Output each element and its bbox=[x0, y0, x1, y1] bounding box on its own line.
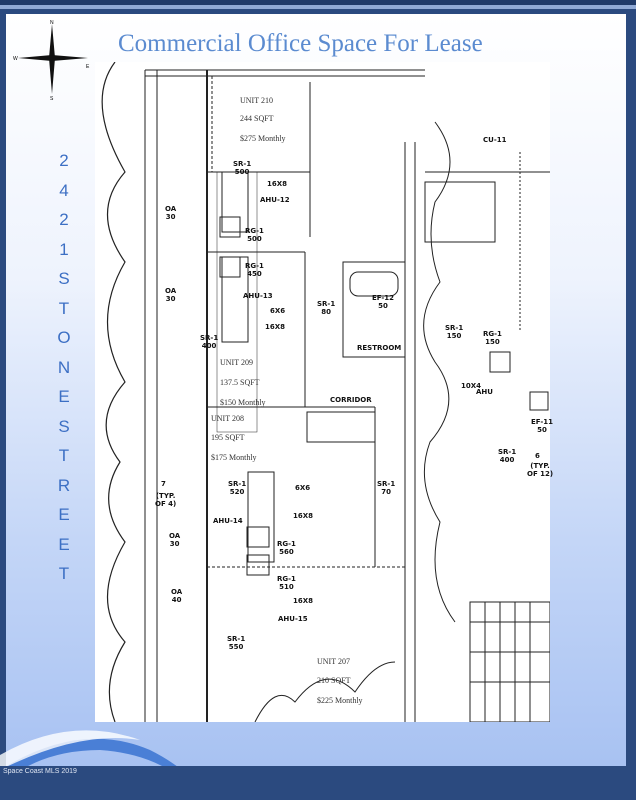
hvac-tag-note7: 7 bbox=[161, 480, 166, 488]
unit-207-area: 210 SQFT bbox=[317, 676, 351, 685]
svg-text:E: E bbox=[86, 64, 90, 70]
address-char: 4 bbox=[59, 180, 69, 200]
hvac-tag-d16x8d: 16X8 bbox=[293, 597, 314, 605]
hvac-tag-d6x6a: 6X6 bbox=[270, 307, 286, 315]
corridor-label: CORRIDOR bbox=[330, 396, 372, 404]
hvac-tag-note6: 6 bbox=[535, 452, 540, 460]
hvac-tag-ahu12: AHU-12 bbox=[260, 196, 290, 204]
svg-text:N: N bbox=[50, 20, 54, 26]
hvac-tag-oa40: OA 40 bbox=[171, 588, 183, 604]
hvac-tag-cu11: CU-11 bbox=[483, 136, 507, 144]
footer-bar bbox=[0, 766, 636, 800]
unit-207-name: UNIT 207 bbox=[317, 657, 350, 666]
hvac-tag-ef12: EF-12 50 bbox=[372, 294, 394, 310]
address-char: S bbox=[58, 416, 70, 436]
hvac-tag-sr550: SR-1 550 bbox=[227, 635, 246, 651]
floor-plan-drawing bbox=[101, 62, 550, 722]
hvac-tag-ahu14: AHU-14 bbox=[213, 517, 243, 525]
address-char: T bbox=[58, 446, 70, 465]
hvac-tag-ahu15: AHU-15 bbox=[278, 615, 308, 623]
svg-text:W: W bbox=[13, 56, 18, 62]
hvac-tag-d6x6b: 6X6 bbox=[295, 484, 311, 492]
address-char: 2 bbox=[59, 210, 69, 229]
unit-209-price: $150 Monthly bbox=[220, 398, 266, 407]
address-char: S bbox=[58, 269, 70, 288]
hvac-tag-sr520: SR-1 520 bbox=[228, 480, 247, 496]
unit-210-area: 244 SQFT bbox=[240, 114, 274, 123]
address-char: T bbox=[58, 298, 70, 318]
hvac-tag-rg500: RG-1 500 bbox=[245, 227, 264, 243]
address-char: E bbox=[58, 534, 70, 554]
unit-209-name: UNIT 209 bbox=[220, 358, 253, 367]
hvac-tag-typ12: (TYP. OF 12) bbox=[527, 462, 554, 478]
hvac-tag-ahu13: AHU-13 bbox=[243, 292, 273, 300]
unit-208-price: $175 Monthly bbox=[211, 453, 257, 462]
wave-logo bbox=[0, 730, 210, 800]
svg-text:S: S bbox=[50, 96, 54, 100]
unit-207-price: $225 Monthly bbox=[317, 696, 363, 705]
compass-rose-icon: N S W E bbox=[13, 20, 90, 100]
hvac-tag-sr400a: SR-1 400 bbox=[200, 334, 219, 350]
top-line bbox=[0, 5, 636, 9]
flyer-title: Commercial Office Space For Lease bbox=[118, 30, 483, 57]
unit-208-area: 195 SQFT bbox=[211, 433, 245, 442]
hvac-tag-sr500: SR-1 500 bbox=[233, 160, 252, 176]
hvac-tag-rg150: RG-1 150 bbox=[483, 330, 502, 346]
hvac-tag-rg450: RG-1 450 bbox=[245, 262, 264, 278]
mls-credit: Space Coast MLS 2019 bbox=[3, 768, 77, 775]
address-char: 1 bbox=[59, 239, 69, 259]
address-char: R bbox=[57, 475, 71, 495]
unit-210-name: UNIT 210 bbox=[240, 96, 273, 105]
hvac-tag-sr80: SR-1 80 bbox=[317, 300, 336, 316]
restroom-label: RESTROOM bbox=[357, 344, 402, 352]
hvac-tag-sr400b: SR-1 400 bbox=[498, 448, 517, 464]
address-char: 2 bbox=[59, 151, 69, 170]
hvac-tag-oa30b: OA 30 bbox=[165, 287, 177, 303]
address-char: T bbox=[58, 564, 70, 583]
address-char: E bbox=[58, 387, 70, 406]
unit-210-price: $275 Monthly bbox=[240, 134, 286, 143]
hvac-tag-sr150: SR-1 150 bbox=[445, 324, 464, 340]
hvac-tag-oa30a: OA 30 bbox=[165, 205, 177, 221]
hvac-tag-d16x8b: 16X8 bbox=[265, 323, 286, 331]
hvac-tag-d16x8c: 16X8 bbox=[293, 512, 314, 520]
unit-209-area: 137.5 SQFT bbox=[220, 378, 260, 387]
unit-208-name: UNIT 208 bbox=[211, 414, 244, 423]
address-char: N bbox=[57, 357, 71, 377]
address-char: O bbox=[57, 328, 71, 347]
hvac-tag-rg560: RG-1 560 bbox=[277, 540, 296, 556]
hvac-tag-typ4: (TYP. OF 4) bbox=[155, 492, 177, 508]
hvac-tag-ahu: AHU bbox=[476, 388, 493, 396]
address-char: E bbox=[58, 505, 70, 524]
hvac-tag-oa30c: OA 30 bbox=[169, 532, 181, 548]
hvac-tag-sr70: SR-1 70 bbox=[377, 480, 396, 496]
hvac-tag-d10x4: 10X4 bbox=[461, 382, 482, 390]
hvac-tag-rg510: RG-1 510 bbox=[277, 575, 296, 591]
floor-plan: UNIT 210 244 SQFT $275 Monthly UNIT 209 … bbox=[95, 62, 554, 722]
hvac-tag-ef11: EF-11 50 bbox=[531, 418, 553, 434]
hvac-tag-d16x8a: 16X8 bbox=[267, 180, 288, 188]
top-bar bbox=[0, 0, 636, 5]
